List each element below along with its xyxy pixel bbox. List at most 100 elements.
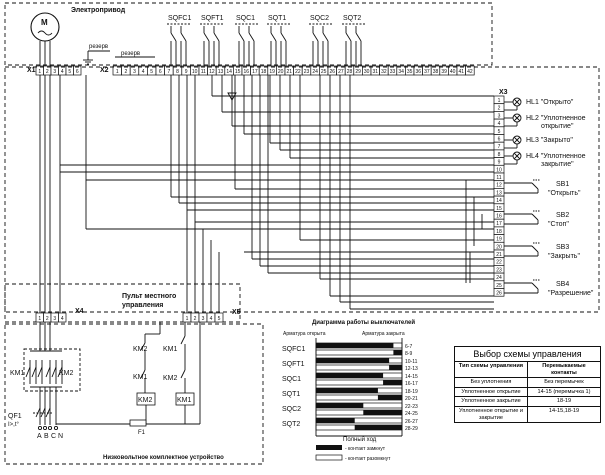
svg-text:36: 36	[416, 69, 422, 75]
svg-text:40: 40	[450, 69, 456, 75]
table-cell: Уплотненное открытие и закрытие	[459, 407, 523, 421]
svg-text:SB2: SB2	[556, 212, 569, 219]
control-scheme-table: Выбор схемы управления Тип схемы управле…	[454, 346, 601, 424]
svg-text:"Стоп": "Стоп"	[548, 221, 569, 228]
svg-text:11: 11	[496, 175, 501, 181]
drive-frame	[4, 2, 493, 66]
svg-text:6-7: 6-7	[405, 344, 412, 350]
svg-text:31: 31	[373, 69, 379, 75]
local-panel-title: Пульт местного	[122, 293, 176, 300]
table-row: Уплотненное открытие 14-15 (перемычка 1)	[455, 387, 600, 398]
x2-terminal: 42	[465, 65, 475, 76]
x4-terminal: 2	[43, 312, 52, 323]
km1-coil-label: KM1	[177, 397, 192, 404]
x1-terminal: 6	[73, 65, 82, 76]
svg-text:19: 19	[496, 237, 502, 243]
svg-text:28: 28	[347, 69, 353, 75]
svg-text:39: 39	[441, 69, 447, 75]
svg-text:3: 3	[498, 113, 501, 119]
svg-text:1: 1	[498, 98, 501, 104]
x3-terminal: 23	[493, 265, 505, 274]
svg-text:24-25: 24-25	[405, 411, 418, 417]
svg-text:32: 32	[381, 69, 387, 75]
wiring-frame	[4, 66, 600, 313]
drive-title: Электропривод	[71, 7, 126, 14]
svg-text:12: 12	[209, 69, 215, 75]
svg-text:12-13: 12-13	[405, 366, 418, 372]
svg-text:18: 18	[261, 69, 267, 75]
x4-terminal: 4	[58, 312, 67, 323]
pushbutton: SB1"Открыть"	[504, 179, 581, 197]
svg-text:1: 1	[116, 69, 119, 75]
x3-terminal: 15	[493, 203, 505, 212]
svg-text:SQC1: SQC1	[236, 15, 255, 22]
x3-terminal: 26	[493, 288, 505, 297]
limit-switch: SQC2	[309, 15, 332, 66]
phase-n: N	[58, 433, 63, 440]
svg-text:12: 12	[496, 183, 502, 189]
svg-text:18-19: 18-19	[405, 389, 418, 395]
svg-text:6: 6	[498, 137, 501, 143]
svg-text:закрытие": закрытие"	[541, 161, 574, 168]
svg-text:10-11: 10-11	[405, 359, 418, 365]
svg-text:4: 4	[210, 316, 213, 322]
svg-text:20-21: 20-21	[405, 396, 418, 402]
svg-text:7: 7	[168, 69, 171, 75]
x5-terminal: 3	[198, 312, 208, 323]
svg-text:22: 22	[496, 260, 502, 266]
svg-text:28-29: 28-29	[405, 426, 418, 432]
svg-text:5: 5	[218, 316, 221, 322]
pushbutton: SB3"Закрыть"	[504, 242, 580, 260]
x3-terminal: 11	[493, 172, 505, 182]
svg-text:37: 37	[424, 69, 430, 75]
svg-text:9: 9	[185, 69, 188, 75]
lvu-frame	[4, 323, 264, 465]
table-cell: Без перемычек	[527, 378, 600, 387]
svg-text:24: 24	[496, 275, 502, 281]
x1-label: X1	[27, 67, 36, 74]
svg-text:HL1 "Открыто": HL1 "Открыто"	[526, 99, 574, 106]
svg-text:4: 4	[61, 69, 64, 75]
x3-label: X3	[499, 89, 508, 96]
lamp: HL3 "Закрыто"	[504, 135, 573, 149]
svg-text:16: 16	[244, 69, 250, 75]
x3-terminal: 7	[493, 141, 505, 151]
x3-terminal: 2	[493, 103, 505, 112]
svg-text:16: 16	[496, 214, 502, 220]
x5-terminal: 4	[206, 312, 216, 323]
svg-text:"Разрешение": "Разрешение"	[548, 290, 594, 297]
phase-c: C	[51, 433, 56, 440]
svg-text:24: 24	[312, 69, 318, 75]
x3-terminal: 14	[493, 195, 505, 205]
x3-terminal: 24	[493, 272, 505, 282]
svg-text:42: 42	[467, 69, 473, 75]
svg-text:3: 3	[53, 316, 56, 322]
table-cell: Без уплотнения	[470, 379, 512, 386]
limit-switch: SQFC1	[167, 15, 191, 66]
table-row: Уплотненное закрытие 18-19	[455, 397, 600, 407]
table-head-contacts: Перемыкаемые контакты	[527, 362, 600, 378]
svg-text:SB1: SB1	[556, 181, 569, 188]
x3-terminal: 4	[493, 118, 505, 128]
svg-text:6: 6	[76, 69, 79, 75]
svg-text:открытие": открытие"	[541, 123, 574, 130]
svg-text:2: 2	[125, 69, 128, 75]
svg-text:5: 5	[150, 69, 153, 75]
svg-text:4: 4	[61, 316, 64, 322]
table-cell: 14-15 (перемычка 1)	[527, 387, 600, 397]
svg-text:8-9: 8-9	[405, 351, 412, 357]
svg-text:4: 4	[498, 121, 501, 127]
x3-terminal: 12	[493, 180, 505, 189]
table-cell: Уплотненное открытие	[461, 388, 521, 395]
svg-text:3: 3	[133, 69, 136, 75]
svg-text:SQT1: SQT1	[268, 15, 286, 22]
table-row: Без уплотнения Без перемычек	[455, 378, 600, 388]
svg-text:19: 19	[269, 69, 275, 75]
svg-text:SQC2: SQC2	[282, 406, 301, 413]
svg-text:9: 9	[498, 160, 501, 166]
x3-terminal: 9	[493, 157, 505, 166]
